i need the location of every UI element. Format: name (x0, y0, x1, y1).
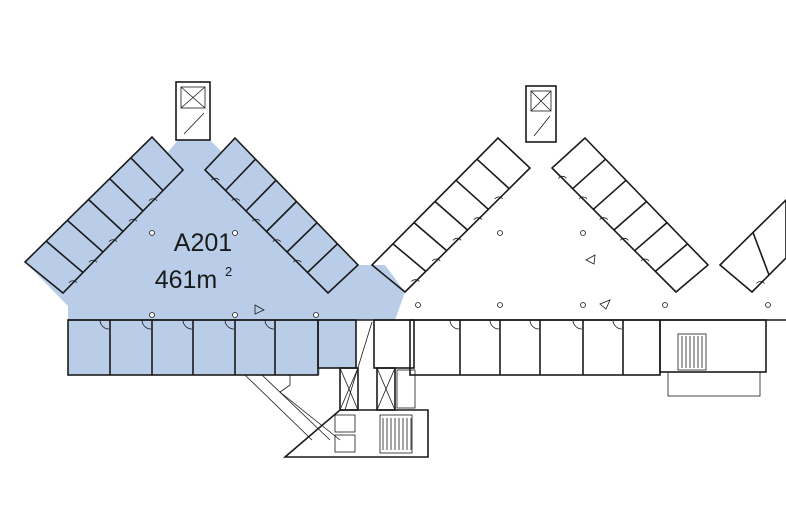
door-swing-icon (411, 279, 420, 282)
column-marker (313, 312, 319, 318)
room-divider (572, 158, 607, 190)
door-swing-icon (292, 259, 302, 263)
column-marker (497, 230, 503, 236)
door-swing-icon (640, 258, 650, 262)
room-divider (286, 222, 318, 253)
column-marker (149, 230, 155, 236)
door-swing-icon (599, 217, 608, 220)
column-marker (580, 230, 586, 236)
shaft-cross (530, 90, 552, 112)
right-core-stair (677, 333, 707, 371)
room-divider (654, 243, 689, 272)
door-swing-icon (272, 239, 282, 243)
left-toilet-block (317, 319, 357, 369)
column-marker (580, 302, 586, 308)
stair-arrow (533, 115, 551, 137)
column-marker (232, 312, 238, 318)
column-marker (662, 302, 668, 308)
door-swing-icon (251, 218, 261, 222)
room-divider (413, 222, 448, 252)
right-toilet-block (373, 319, 415, 369)
door-swing-icon (494, 196, 504, 200)
door-swing-icon (529, 319, 540, 330)
room-divider (634, 222, 668, 252)
door-swing-icon (231, 198, 241, 202)
door-swing-icon (578, 196, 588, 200)
room-divider (265, 200, 298, 233)
door-swing-icon (148, 198, 158, 202)
lift-left (334, 414, 356, 433)
south-core-stair (379, 414, 413, 454)
canopy-line (279, 375, 341, 441)
door-swing-icon (210, 177, 220, 181)
door-swing-icon (68, 280, 78, 284)
column-marker (497, 302, 503, 308)
stair-arrow (183, 112, 205, 135)
room-divider (392, 243, 427, 272)
shaft-cross (180, 86, 206, 109)
room-id-label: A201 (174, 229, 232, 257)
room-divider (245, 179, 277, 212)
column-marker (765, 302, 771, 308)
door-swing-icon (128, 218, 138, 222)
lift-shaft (530, 90, 552, 112)
door-swing-icon (449, 319, 460, 330)
door-swing-icon (612, 319, 623, 330)
room-divider (109, 178, 144, 212)
marker-triangle-icon (599, 299, 611, 310)
room-divider (306, 243, 339, 274)
door-swing-icon (88, 259, 98, 263)
door-swing-icon (558, 176, 567, 179)
room-divider (592, 179, 627, 210)
right-core-annex (667, 371, 761, 397)
right-unit-stair-tower (525, 85, 557, 143)
room-divider (87, 198, 124, 233)
room-area-label: 461m (155, 266, 218, 294)
marker-triangle-icon (254, 304, 265, 315)
door-swing-icon (108, 239, 118, 243)
lift-left-2 (334, 434, 356, 453)
room-divider (66, 219, 104, 253)
corridor-diagonal (344, 321, 373, 411)
canopy-line (244, 374, 313, 441)
shaft-cross (376, 367, 396, 411)
room-divider (45, 240, 84, 274)
lift-shaft (180, 86, 206, 109)
core-room (396, 369, 416, 409)
column-marker (149, 312, 155, 318)
room-divider (613, 200, 648, 231)
column-marker (232, 230, 238, 236)
door-swing-icon (452, 238, 462, 241)
right-service-core (659, 319, 767, 373)
room-divider (434, 200, 469, 231)
shaft-cross (339, 367, 359, 411)
canopy-line (261, 374, 331, 441)
door-swing-icon (620, 238, 629, 241)
room-divider (476, 158, 510, 190)
left-unit-stair-tower (175, 81, 211, 141)
room-divider (224, 158, 257, 192)
marker-triangle-icon (585, 254, 596, 265)
column-marker (415, 302, 421, 308)
room-divider (752, 232, 770, 276)
far-right-wing (718, 198, 786, 294)
room-area-unit-superscript: 2 (225, 264, 232, 279)
door-swing-icon (756, 281, 765, 284)
room-divider (455, 179, 489, 210)
room-divider (130, 157, 164, 192)
door-swing-icon (489, 319, 500, 330)
highlighted-unit-area (25, 137, 405, 375)
door-swing-icon (473, 217, 483, 220)
door-swing-icon (572, 319, 583, 330)
door-swing-icon (431, 258, 441, 262)
